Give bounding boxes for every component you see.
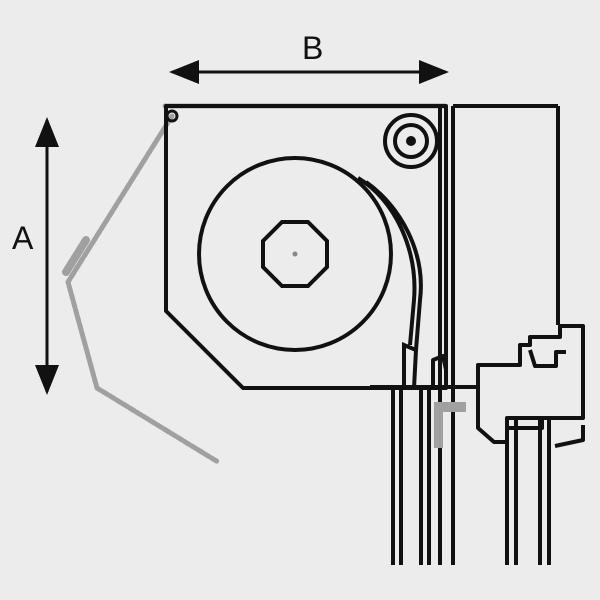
bottom-bracket-grey [434,402,466,448]
dimension-a-label: A [12,220,34,256]
dimension-b-label: B [302,30,324,66]
octagonal-axle [261,220,329,288]
shutter-box-housing [164,104,448,390]
corner-pivot [165,109,179,123]
roller-drum [197,156,393,352]
guide-pulley [383,113,439,169]
guide-rails [391,388,431,565]
curtain-rolled [356,176,423,351]
axle-center [292,251,298,257]
window-frame-profile [370,104,585,565]
